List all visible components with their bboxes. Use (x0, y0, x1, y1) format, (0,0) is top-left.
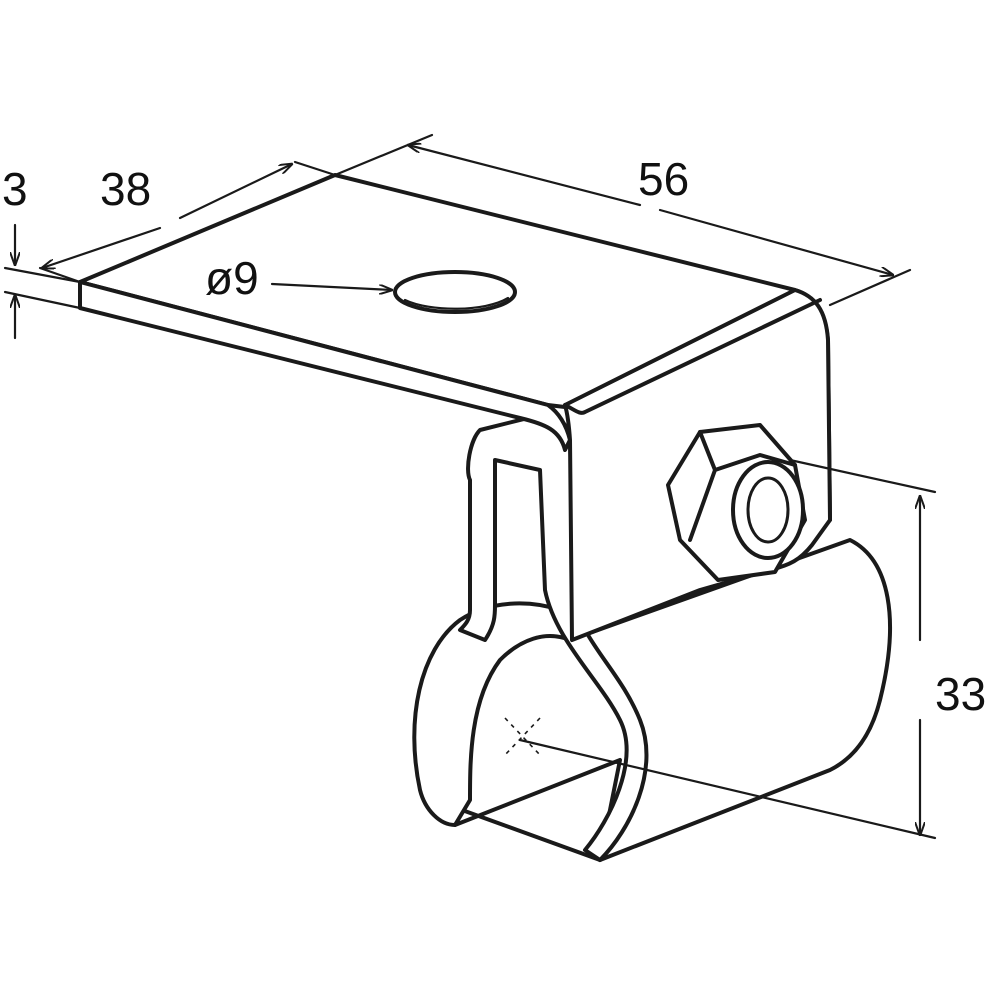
thickness-label: 3 (2, 163, 28, 215)
clamp-body (412, 413, 892, 862)
height-label: 33 (935, 668, 986, 720)
mounting-hole (393, 270, 517, 314)
dimension-lines (3, 133, 937, 840)
length-label: 56 (638, 153, 689, 205)
width-label: 38 (100, 163, 151, 215)
hole-diameter-label: ø9 (205, 252, 259, 304)
hex-nut (666, 423, 807, 582)
